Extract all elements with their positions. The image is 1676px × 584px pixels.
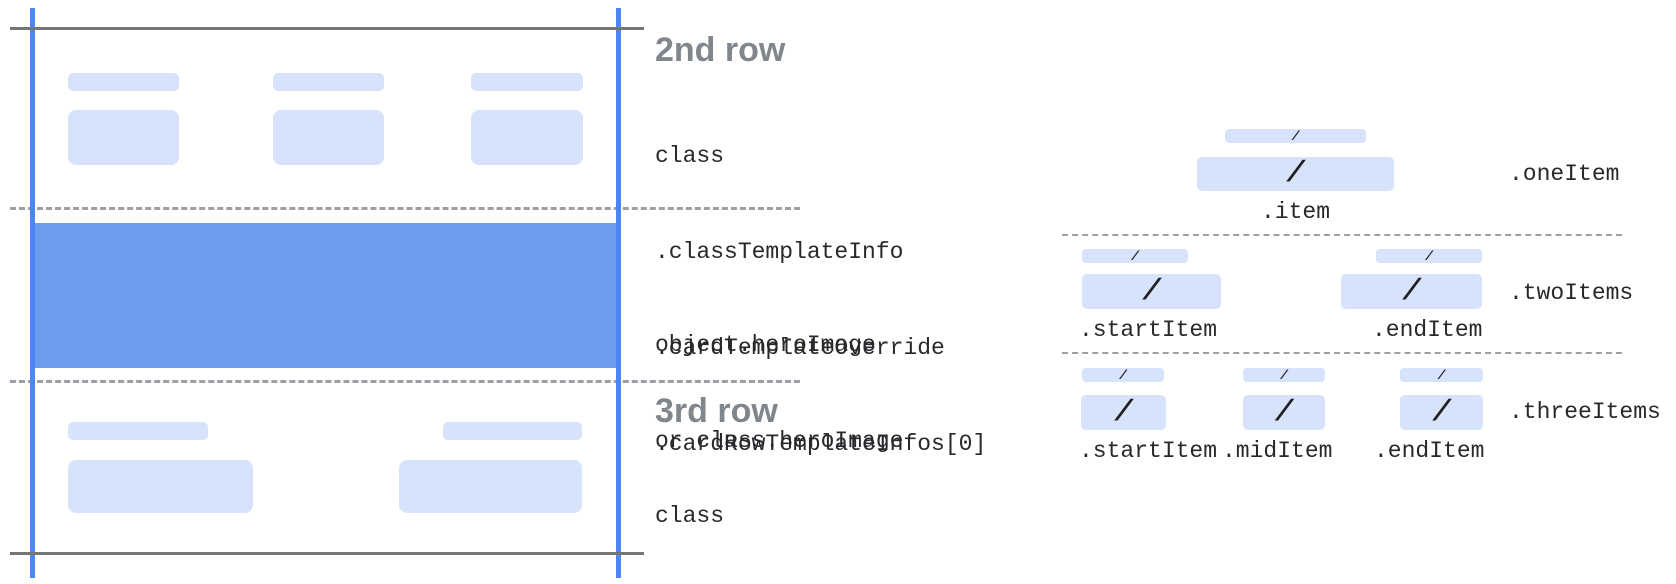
one-item-row-label: .oneItem [1509, 161, 1620, 187]
one-item-label-bar: / [1225, 129, 1366, 143]
two-items-end-label: .endItem [1372, 317, 1483, 343]
two-three-items-dashed-divider [1062, 352, 1622, 354]
second-row-bottom-dashed-line [10, 207, 800, 210]
card-left-edge-guide [30, 8, 35, 578]
third-row-code-path: class .classTemplateInfo .cardTemplateOv… [655, 436, 986, 584]
two-items-row-label: .twoItems [1509, 280, 1634, 306]
second-row-item1-value-placeholder [68, 110, 179, 165]
three-items-row-label: .threeItems [1509, 399, 1661, 425]
three-items-mid-label: .midItem [1222, 438, 1333, 464]
three-items-start-label-bar: / [1082, 368, 1164, 382]
slash-glyph: / [1131, 248, 1139, 264]
code-line: class [655, 503, 725, 529]
slash-glyph: / [1437, 367, 1446, 383]
one-item-value-bar: / [1197, 157, 1394, 191]
one-two-items-dashed-divider [1062, 234, 1622, 236]
slash-glyph: / [1119, 367, 1127, 383]
three-items-mid-value-bar: / [1243, 395, 1325, 430]
third-row-top-dashed-line [10, 380, 800, 383]
card-right-edge-guide [616, 8, 621, 578]
two-items-start-label: .startItem [1079, 317, 1218, 343]
one-item-item-label: .item [1260, 199, 1330, 225]
second-row-item2-label-placeholder [273, 73, 384, 91]
two-items-end-value-bar: / [1341, 274, 1482, 309]
three-items-end-label-bar: / [1400, 368, 1483, 382]
slash-glyph: / [1114, 395, 1133, 430]
two-items-end-label-bar: / [1376, 249, 1482, 263]
three-items-start-label: .startItem [1079, 438, 1218, 464]
two-items-start-value-bar: / [1082, 274, 1221, 309]
third-row-item2-label-placeholder [443, 422, 582, 440]
three-items-end-value-bar: / [1400, 395, 1483, 430]
slash-glyph: / [1142, 274, 1161, 309]
slash-glyph: / [1432, 395, 1451, 430]
card-bottom-boundary-line [10, 552, 644, 555]
hero-image-code-path: object.heroImage or class.heroImage [655, 265, 903, 521]
second-row-item3-value-placeholder [471, 110, 583, 165]
slash-glyph: / [1402, 274, 1421, 309]
card-top-boundary-line [10, 27, 644, 30]
three-items-end-label: .endItem [1374, 438, 1485, 464]
slash-glyph: / [1286, 157, 1305, 191]
code-line: class [655, 143, 725, 169]
three-items-start-value-bar: / [1081, 395, 1166, 430]
slash-glyph: / [1291, 128, 1300, 144]
slash-glyph: / [1425, 248, 1433, 264]
third-row-item1-label-placeholder [68, 422, 208, 440]
third-row-heading: 3rd row [655, 392, 778, 430]
second-row-code-path: class .classTemplateInfo .cardTemplateOv… [655, 76, 986, 524]
code-line: object.heroImage [655, 332, 876, 358]
two-items-start-label-bar: / [1082, 249, 1188, 263]
third-row-item2-value-placeholder [399, 460, 582, 513]
slash-glyph: / [1274, 395, 1293, 430]
code-line: or class.heroImage [655, 428, 904, 454]
second-row-item2-value-placeholder [273, 110, 384, 165]
code-line: .cardTemplateOverride [655, 335, 945, 361]
slash-glyph: / [1280, 367, 1288, 383]
code-line: .cardRowTemplateInfos[0] [655, 431, 987, 457]
hero-image-band [33, 223, 619, 368]
second-row-heading: 2nd row [655, 31, 786, 69]
third-row-item1-value-placeholder [68, 460, 253, 513]
three-items-mid-label-bar: / [1243, 368, 1325, 382]
second-row-item1-label-placeholder [68, 73, 179, 91]
second-row-item3-label-placeholder [471, 73, 583, 91]
code-line: .classTemplateInfo [655, 239, 904, 265]
